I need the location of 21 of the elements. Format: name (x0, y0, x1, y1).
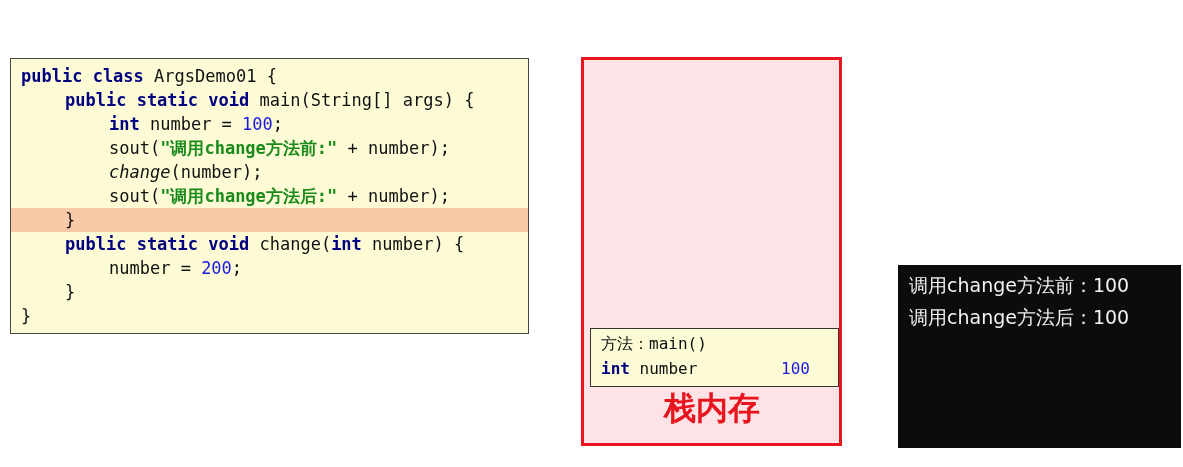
code-line: number = 200; (108, 257, 243, 280)
code-line: int number = 100; (108, 113, 284, 136)
stack-memory-box (581, 57, 842, 446)
code-panel (10, 58, 529, 334)
console-output-panel (898, 265, 1181, 448)
code-line: change(number); (108, 161, 263, 184)
frame-title: 方法：main() (601, 333, 707, 355)
code-line: sout("调用change方法前:" + number); (108, 137, 450, 160)
code-line: } (20, 305, 32, 328)
memory-area-label: 栈内存 (662, 388, 761, 429)
console-line: 调用change方法前：100 (909, 273, 1130, 298)
code-line: sout("调用change方法后:" + number); (108, 185, 450, 208)
method-frame (590, 328, 839, 387)
variable-name: int number (601, 358, 698, 380)
code-line: public static void main(String[] args) { (64, 89, 475, 112)
code-line: } (64, 281, 76, 304)
code-line: public class ArgsDemo01 { (20, 65, 277, 88)
code-line: } (64, 209, 76, 232)
console-line: 调用change方法后：100 (909, 305, 1130, 330)
variable-value: 100 (781, 358, 810, 380)
code-line: public static void change(int number) { (64, 233, 465, 256)
